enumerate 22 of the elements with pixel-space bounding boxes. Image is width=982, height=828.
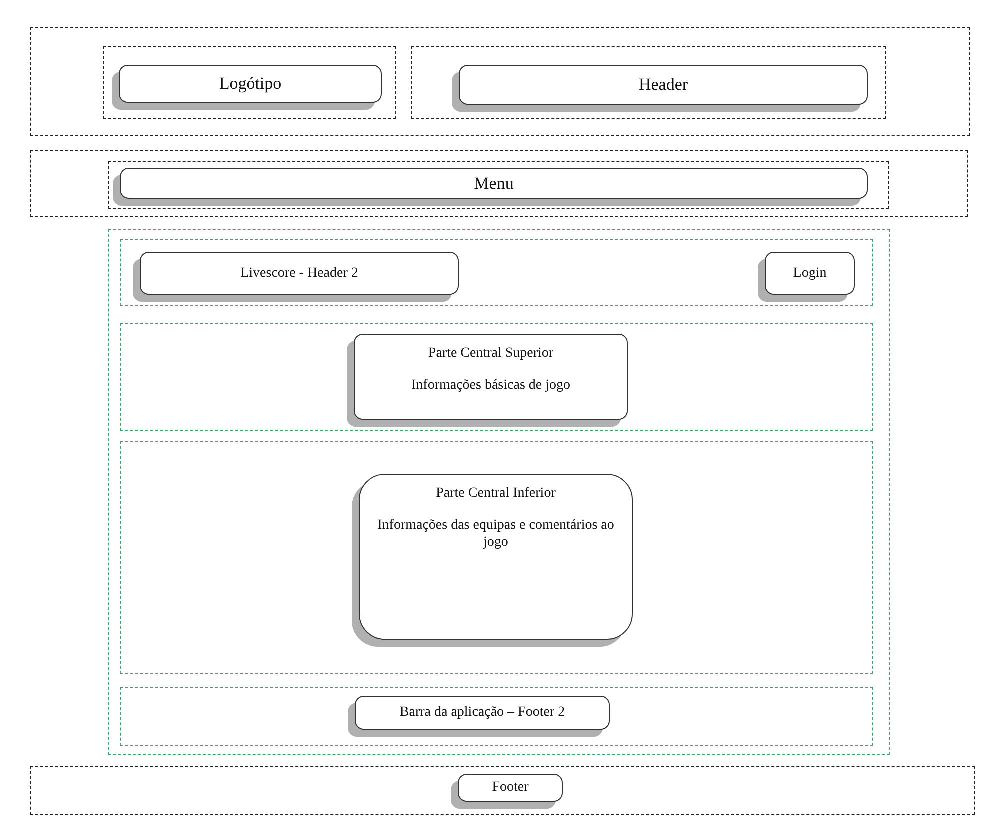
box-text: Informações básicas de jogo: [410, 376, 572, 394]
dashed-region: [120, 441, 873, 674]
box-title: Login: [792, 264, 828, 282]
box-title: Barra da aplicação – Footer 2: [398, 704, 566, 722]
dashed-region: [108, 229, 890, 755]
box-title: Logótipo: [218, 73, 283, 95]
dashed-region: [411, 46, 886, 119]
dashed-region: [108, 161, 889, 209]
box-title: Parte Central Inferior: [435, 485, 557, 502]
dashed-region: [30, 766, 975, 815]
box-text: Informações das equipas e comentários ao jogo: [376, 516, 616, 552]
box-title: Footer: [491, 779, 530, 797]
box-title: Parte Central Superior: [427, 345, 555, 362]
dashed-region: [103, 46, 396, 119]
dashed-region: [30, 27, 970, 136]
dashed-region: [120, 323, 873, 431]
dashed-region: [30, 150, 968, 217]
box-title: Livescore - Header 2: [240, 264, 360, 282]
dashed-region: [120, 687, 873, 746]
box-title: Menu: [473, 172, 515, 194]
box-title: Header: [638, 74, 690, 96]
dashed-region: [120, 239, 873, 306]
